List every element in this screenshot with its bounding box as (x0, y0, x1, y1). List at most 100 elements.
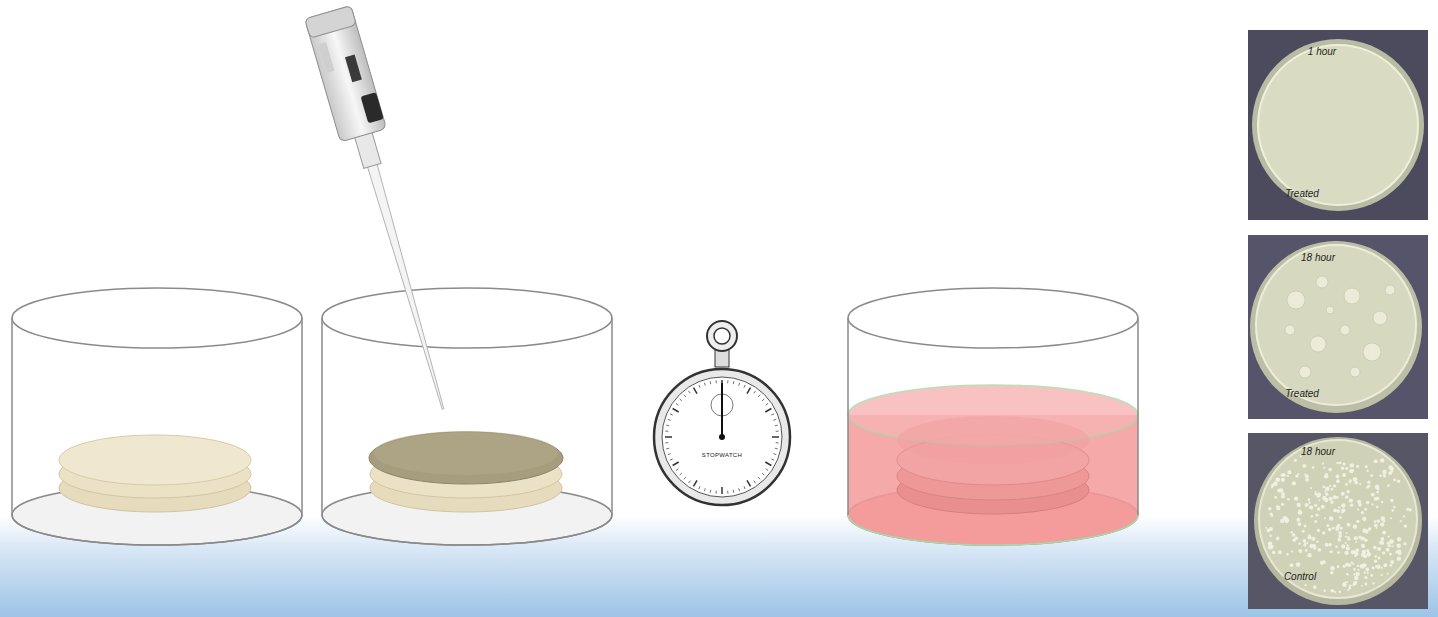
bacterial-colony (1329, 497, 1333, 501)
bacterial-colony (1309, 544, 1313, 548)
pipette (305, 6, 466, 416)
bacterial-colony (1325, 486, 1329, 490)
bacterial-colony (1268, 542, 1273, 547)
bacterial-colony (1365, 568, 1369, 572)
dial-tick (684, 395, 686, 397)
bacterial-colony (1376, 491, 1379, 494)
bacterial-colony (1325, 488, 1328, 491)
bacterial-colony (1324, 517, 1326, 519)
bacterial-colony (1370, 574, 1373, 577)
bacterial-colony (1366, 501, 1370, 505)
dial-tick (771, 414, 774, 415)
bacterial-colony (1353, 581, 1357, 585)
bacterial-colony (1363, 554, 1367, 558)
bacterial-colony (1347, 536, 1349, 538)
bacterial-colony (1306, 542, 1308, 544)
bacterial-colony (1336, 509, 1340, 513)
bacterial-colony (1281, 495, 1285, 499)
bacterial-colony (1354, 536, 1358, 540)
bacterial-colony (1362, 564, 1364, 566)
bacterial-colony (1393, 478, 1396, 481)
bacterial-colony (1340, 526, 1343, 529)
bacterial-colony (1374, 560, 1377, 563)
bacterial-colony (1354, 555, 1356, 557)
bacterial-colony (1379, 541, 1383, 545)
bacterial-colony (1381, 501, 1383, 503)
bacterial-colony (1353, 573, 1355, 575)
bacterial-colony (1397, 556, 1401, 560)
bacterial-colony (1313, 585, 1317, 589)
bacterial-colony (1329, 485, 1331, 487)
bacterial-colony (1287, 470, 1291, 474)
bacterial-colony (1335, 527, 1339, 531)
plate-label: Treated (1285, 188, 1319, 199)
dial-tick (721, 487, 723, 494)
bacterial-colony (1275, 477, 1279, 481)
bacterial-colony (1323, 590, 1326, 593)
bacterial-colony (1304, 524, 1307, 527)
bacterial-colony (1318, 499, 1320, 501)
bacterial-colony (1345, 542, 1347, 544)
bacterial-colony (1367, 553, 1371, 557)
bacterial-colony (1308, 502, 1310, 504)
bacterial-colony (1302, 464, 1306, 468)
bacterial-colony (1330, 589, 1333, 592)
dial-tick (668, 453, 671, 455)
bacterial-colony (1303, 539, 1306, 542)
bacterial-colony (1373, 311, 1387, 325)
bacterial-colony (1388, 465, 1393, 470)
bacterial-colony (1376, 497, 1379, 500)
bacterial-colony (1331, 589, 1334, 592)
bacterial-colony (1376, 527, 1378, 529)
bacterial-colony (1396, 544, 1400, 548)
bacterial-colony (1347, 589, 1349, 591)
bacterial-colony (1331, 488, 1334, 491)
bacterial-colony (1355, 572, 1359, 576)
bacterial-colony (1367, 552, 1371, 556)
bacterial-colony (1393, 506, 1396, 509)
bacterial-colony (1375, 566, 1377, 568)
dial-tick (766, 403, 768, 405)
bacterial-colony (1391, 470, 1393, 472)
bacterial-colony (1364, 508, 1367, 511)
dial-tick (665, 442, 668, 443)
bacterial-colony (1337, 551, 1340, 554)
bacterial-colony (1377, 547, 1381, 551)
bacterial-colony (1374, 459, 1378, 463)
bacterial-colony (1345, 483, 1348, 486)
dial-tick (668, 419, 671, 421)
bacterial-colony (1362, 517, 1366, 521)
bacterial-colony (1274, 496, 1277, 499)
bacterial-colony (1272, 551, 1276, 555)
bacterial-colony (1287, 475, 1289, 477)
bacterial-colony (1311, 515, 1313, 517)
bacterial-colony (1294, 538, 1296, 540)
bacterial-colony (1314, 492, 1317, 495)
bacterial-colony (1368, 485, 1371, 488)
dial-tick (754, 481, 756, 483)
bacterial-colony (1277, 478, 1281, 482)
bacterial-colony (1349, 584, 1352, 587)
bacterial-colony (1313, 547, 1316, 550)
bacterial-colony (1365, 583, 1368, 586)
bacterial-colony (1381, 574, 1383, 576)
beaker-with-liquid (848, 288, 1138, 545)
dial-tick (758, 395, 760, 397)
bacterial-colony (1387, 573, 1389, 575)
dial-tick (673, 462, 679, 466)
dial-tick (727, 491, 728, 494)
bacterial-colony (1381, 537, 1385, 541)
bacterial-colony (1364, 572, 1366, 574)
bacterial-colony (1345, 562, 1349, 566)
dial-tick (738, 383, 740, 386)
bacterial-colony (1311, 537, 1315, 541)
bacterial-colony (1356, 520, 1359, 523)
bacterial-colony (1307, 553, 1311, 557)
bacterial-colony (1357, 508, 1359, 510)
bacterial-colony (1336, 474, 1340, 478)
bacterial-colony (1323, 467, 1325, 469)
dial-tick (694, 480, 698, 486)
bacterial-colony (1333, 484, 1336, 487)
bacterial-colony (1355, 541, 1357, 543)
